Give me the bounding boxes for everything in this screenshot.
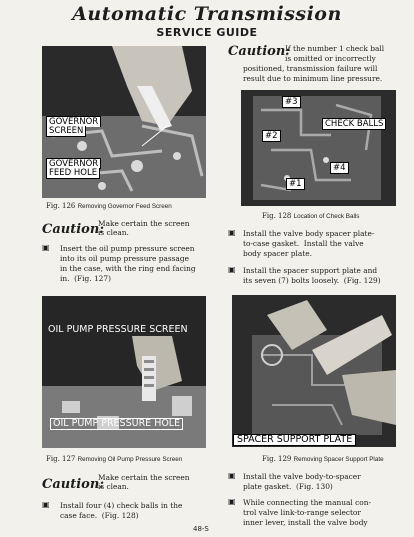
step-oil-pump-line-2: into its oil pump pressure passage — [60, 254, 189, 263]
step-spacer-plate-line-2: to-case gasket. Install the valve — [243, 239, 364, 248]
step-spacer-plate-line-3: body spacer plate. — [243, 249, 312, 258]
caution-heading-1: Caution: — [42, 222, 105, 237]
step-support-plate-line-1: Install the spacer support plate and — [243, 266, 378, 275]
figure-126-title: Removing Governor Feed Screen — [77, 203, 172, 210]
step-check-balls-line-2: case face. (Fig. 128) — [60, 511, 139, 520]
caution-right-line-4: result due to minimum line pressure. — [243, 74, 383, 83]
checkbox-bullet-icon: ▣ — [228, 265, 236, 274]
caution-1-line-2: is clean. — [98, 228, 129, 237]
figure-128-caption: Fig. 128 Location of Check Balls — [262, 212, 359, 220]
page-number: 48-S — [193, 525, 209, 533]
caution-heading-right: Caution: — [228, 44, 291, 59]
governor-feed-hole-label-line2: FEED HOLE — [46, 168, 101, 179]
caution-1-line-1: Make certain the screen — [98, 219, 190, 228]
caution-right-line-2: is omitted or incorrectly — [285, 54, 376, 63]
step-gasket-line-2: plate gasket. (Fig. 130) — [243, 482, 333, 491]
step-oil-pump-line-3: in the case, with the ring end facing — [60, 264, 196, 273]
figure-126-caption: Fig. 126 Removing Governor Feed Screen — [46, 202, 172, 210]
caution-right-line-1: If the number 1 check ball — [285, 44, 385, 53]
oil-pump-pressure-screen-label: OIL PUMP PRESSURE SCREEN — [48, 324, 188, 335]
step-manual-valve-line-2: trol valve link-to-range selector — [243, 508, 361, 517]
step-support-plate-line-2: its seven (7) bolts loosely. (Fig. 129) — [243, 276, 381, 285]
step-oil-pump-line-4: in. (Fig. 127) — [60, 274, 111, 283]
check-ball-3-label: #3 — [282, 96, 301, 108]
figure-128-title: Location of Check Balls — [293, 213, 360, 220]
check-ball-4-label: #4 — [330, 162, 349, 174]
figure-126-photo — [42, 46, 206, 198]
checkbox-bullet-icon: ▣ — [42, 500, 50, 509]
figure-126-number: Fig. 126 — [46, 202, 76, 210]
figure-129-number: Fig. 129 — [262, 455, 292, 463]
figure-129-photo — [232, 295, 396, 447]
spacer-support-plate-label: SPACER SUPPORT PLATE — [233, 434, 357, 446]
governor-feed-hole-label-line1: GOVERNOR — [46, 158, 102, 169]
step-manual-valve-line-3: inner lever, install the valve body — [243, 518, 368, 527]
checkbox-bullet-icon: ▣ — [42, 243, 50, 252]
checkbox-bullet-icon: ▣ — [228, 471, 236, 480]
check-balls-label: CHECK BALLS — [322, 118, 387, 130]
step-gasket-line-1: Install the valve body-to-spacer — [243, 472, 361, 481]
caution-2-line-1: Make certain the screen — [98, 473, 190, 482]
check-ball-1-label: #1 — [286, 178, 305, 190]
governor-screen-label-line1: GOVERNOR — [46, 116, 102, 127]
caution-2-line-2: is clean. — [98, 482, 129, 491]
checkbox-bullet-icon: ▣ — [228, 497, 236, 506]
step-check-balls-line-1: Install four (4) check balls in the — [60, 501, 183, 510]
check-ball-2-label: #2 — [262, 130, 281, 142]
step-oil-pump-line-1: Insert the oil pump pressure screen — [60, 244, 195, 253]
checkbox-bullet-icon: ▣ — [228, 228, 236, 237]
figure-127-caption: Fig. 127 Removing Oil Pump Pressure Scre… — [46, 455, 182, 463]
figure-127-number: Fig. 127 — [46, 455, 76, 463]
figure-127-photo — [42, 296, 206, 448]
governor-screen-label-line2: SCREEN — [46, 126, 87, 137]
figure-129-title: Removing Spacer Support Plate — [293, 456, 384, 463]
figure-128-number: Fig. 128 — [262, 212, 292, 220]
caution-heading-2: Caution: — [42, 477, 105, 492]
page-title: Automatic Transmission — [72, 3, 342, 25]
figure-129-caption: Fig. 129 Removing Spacer Support Plate — [262, 455, 384, 463]
page-subtitle: SERVICE GUIDE — [156, 26, 258, 39]
figure-127-title: Removing Oil Pump Pressure Screen — [77, 456, 183, 463]
oil-pump-pressure-hole-label: OIL PUMP PRESSURE HOLE — [50, 418, 184, 430]
step-spacer-plate-line-1: Install the valve body spacer plate- — [243, 229, 375, 238]
caution-right-line-3: positioned, transmission failure will — [243, 64, 378, 73]
step-manual-valve-line-1: While connecting the manual con- — [243, 498, 371, 507]
figure-128-photo — [241, 90, 396, 206]
